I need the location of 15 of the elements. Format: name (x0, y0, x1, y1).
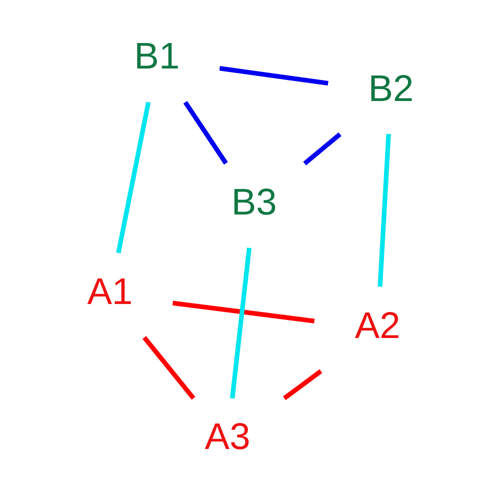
node-text: B2 (368, 66, 414, 109)
connector (302, 132, 341, 166)
connector (116, 102, 150, 254)
connector (282, 369, 322, 400)
connector (229, 248, 252, 399)
node-text: B1 (134, 34, 180, 76)
node-text: A1 (86, 270, 132, 312)
node-text: A3 (204, 415, 250, 458)
connector (142, 336, 195, 400)
node-text: B3 (230, 180, 276, 222)
connector (172, 300, 314, 324)
node-text: A2 (354, 304, 400, 346)
connector (377, 134, 390, 287)
connector (218, 66, 328, 86)
connector (182, 100, 228, 165)
